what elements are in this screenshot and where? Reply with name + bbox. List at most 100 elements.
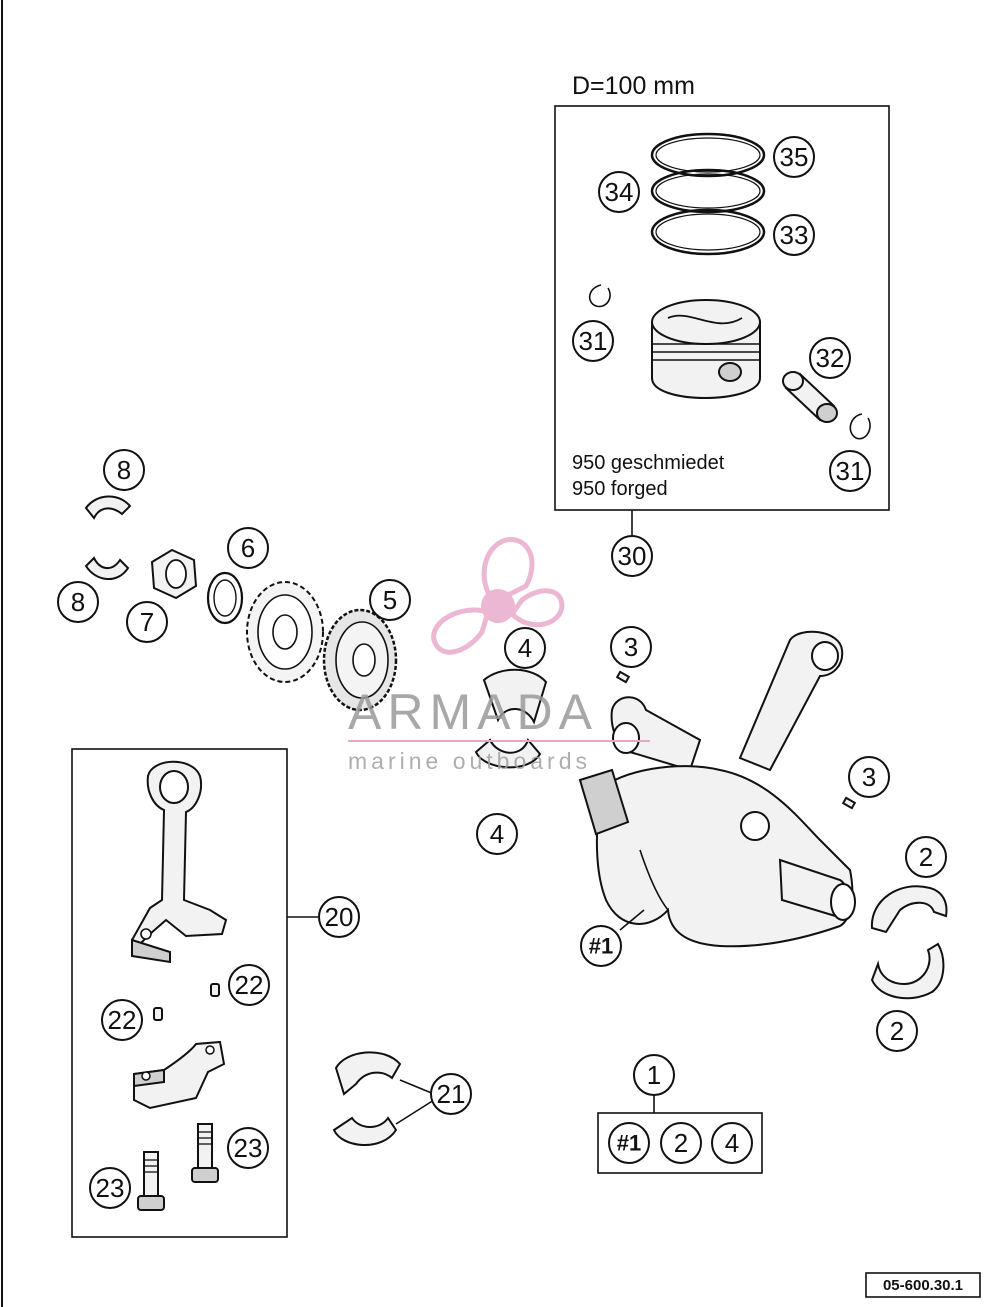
bearing-shell-8-lower — [84, 556, 130, 580]
callout-8-upper[interactable]: 8 — [103, 449, 145, 491]
connecting-rod-kit-box — [71, 748, 288, 1238]
callout-3-upper[interactable]: 3 — [610, 626, 652, 668]
svg-text:5: 5 — [383, 585, 397, 615]
bearing-shell-8-upper — [84, 495, 132, 520]
svg-text:22: 22 — [108, 1005, 137, 1035]
svg-text:22: 22 — [235, 970, 264, 1000]
svg-text:20: 20 — [325, 902, 354, 932]
callout-3-lower[interactable]: 3 — [848, 756, 890, 798]
trigger-wheel — [246, 581, 324, 683]
piston-kit-box — [554, 105, 890, 511]
piston-diameter-label: D=100 mm — [572, 72, 695, 100]
connecting-rod — [130, 760, 228, 964]
svg-text:23: 23 — [234, 1133, 263, 1163]
svg-text:7: 7 — [140, 607, 154, 637]
svg-text:33: 33 — [780, 220, 809, 250]
callout-21[interactable]: 21 — [430, 1073, 472, 1115]
connecting-rod-kit-group — [71, 748, 318, 1238]
svg-text:31: 31 — [836, 456, 865, 486]
armada-watermark: ARMADA marine outboards — [348, 537, 650, 774]
svg-text:30: 30 — [618, 541, 647, 571]
callout-23-left[interactable]: 23 — [89, 1167, 131, 1209]
leader-21-b — [395, 1099, 435, 1125]
callout-4-lower[interactable]: 4 — [476, 813, 518, 855]
hex-nut — [150, 548, 198, 600]
gear-wheel — [322, 608, 398, 712]
callout-34[interactable]: 34 — [598, 171, 640, 213]
crankshaft-set-group — [597, 1094, 763, 1174]
svg-text:2: 2 — [674, 1128, 688, 1158]
piston-kit-group: D=100 mm — [554, 72, 890, 538]
callout-8-lower[interactable]: 8 — [57, 581, 99, 623]
piston-ring-35 — [650, 132, 766, 178]
callout-5[interactable]: 5 — [369, 579, 411, 621]
watermark-name: ARMADA — [348, 684, 598, 740]
callout-22-right[interactable]: 22 — [228, 964, 270, 1006]
callout-32[interactable]: 32 — [809, 337, 851, 379]
callout-crankshaft[interactable]: #1 — [580, 925, 622, 967]
svg-text:23: 23 — [96, 1173, 125, 1203]
propeller-logo-icon — [431, 537, 565, 655]
callout-31-upper[interactable]: 31 — [572, 320, 614, 362]
piston-note-english: 950 forged — [572, 478, 668, 500]
set-item-crankshaft[interactable]: #1 — [608, 1122, 650, 1164]
svg-text:4: 4 — [490, 819, 504, 849]
key-3-lower — [841, 796, 857, 810]
callout-33[interactable]: 33 — [773, 214, 815, 256]
svg-text:3: 3 — [624, 632, 638, 662]
key-3-upper — [615, 670, 631, 684]
piston-note-german: 950 geschmiedet — [572, 452, 725, 474]
svg-text:4: 4 — [725, 1128, 739, 1158]
callout-1[interactable]: 1 — [633, 1054, 675, 1096]
circlip-right — [849, 413, 871, 440]
svg-text:31: 31 — [579, 326, 608, 356]
svg-text:1: 1 — [647, 1060, 661, 1090]
conrod-bolt-right — [191, 1123, 219, 1183]
piston-pin — [782, 371, 838, 423]
callout-35[interactable]: 35 — [773, 136, 815, 178]
leader-21-a — [399, 1079, 435, 1095]
bearing-shell-4-upper — [482, 668, 548, 725]
dowel-22-left — [153, 1007, 163, 1021]
svg-text:#1: #1 — [589, 934, 613, 959]
set-item-2[interactable]: 2 — [660, 1122, 702, 1164]
washer — [206, 571, 244, 625]
conrod-bearing-shell-lower — [332, 1116, 398, 1146]
dowel-22-right — [210, 983, 220, 997]
callout-23-right[interactable]: 23 — [227, 1127, 269, 1169]
callout-31-lower[interactable]: 31 — [829, 450, 871, 492]
callout-6[interactable]: 6 — [227, 527, 269, 569]
callout-4-upper[interactable]: 4 — [504, 627, 546, 669]
leader-crankshaft — [619, 909, 645, 931]
svg-text:21: 21 — [437, 1079, 466, 1109]
svg-text:3: 3 — [862, 762, 876, 792]
svg-text:2: 2 — [919, 842, 933, 872]
piston — [651, 299, 761, 400]
svg-text:6: 6 — [241, 533, 255, 563]
callout-2-upper[interactable]: 2 — [905, 836, 947, 878]
bearing-shell-4-lower — [474, 738, 542, 769]
watermark-tagline: marine outboards — [348, 748, 591, 774]
svg-text:32: 32 — [816, 343, 845, 373]
piston-ring-34 — [650, 168, 766, 214]
callout-20[interactable]: 20 — [318, 896, 360, 938]
crankshaft-assembly — [578, 630, 856, 948]
callout-2-lower[interactable]: 2 — [876, 1010, 918, 1052]
conrod-bearing-shell-upper — [334, 1051, 402, 1096]
callout-22-left[interactable]: 22 — [101, 999, 143, 1041]
connecting-rod-cap — [133, 1040, 226, 1110]
bearing-shell-2-lower — [870, 942, 945, 1000]
document-number-box: 05-600.30.1 — [865, 1272, 981, 1298]
svg-text:8: 8 — [71, 587, 85, 617]
bearing-shell-2-upper — [870, 885, 948, 934]
piston-ring-33 — [650, 208, 766, 256]
callout-7[interactable]: 7 — [126, 601, 168, 643]
crankshaft-set-box — [597, 1112, 763, 1174]
svg-text:35: 35 — [780, 142, 809, 172]
svg-text:2: 2 — [890, 1016, 904, 1046]
set-item-4[interactable]: 4 — [711, 1122, 753, 1164]
callout-30[interactable]: 30 — [611, 535, 653, 577]
svg-text:8: 8 — [117, 455, 131, 485]
svg-text:4: 4 — [518, 633, 532, 663]
